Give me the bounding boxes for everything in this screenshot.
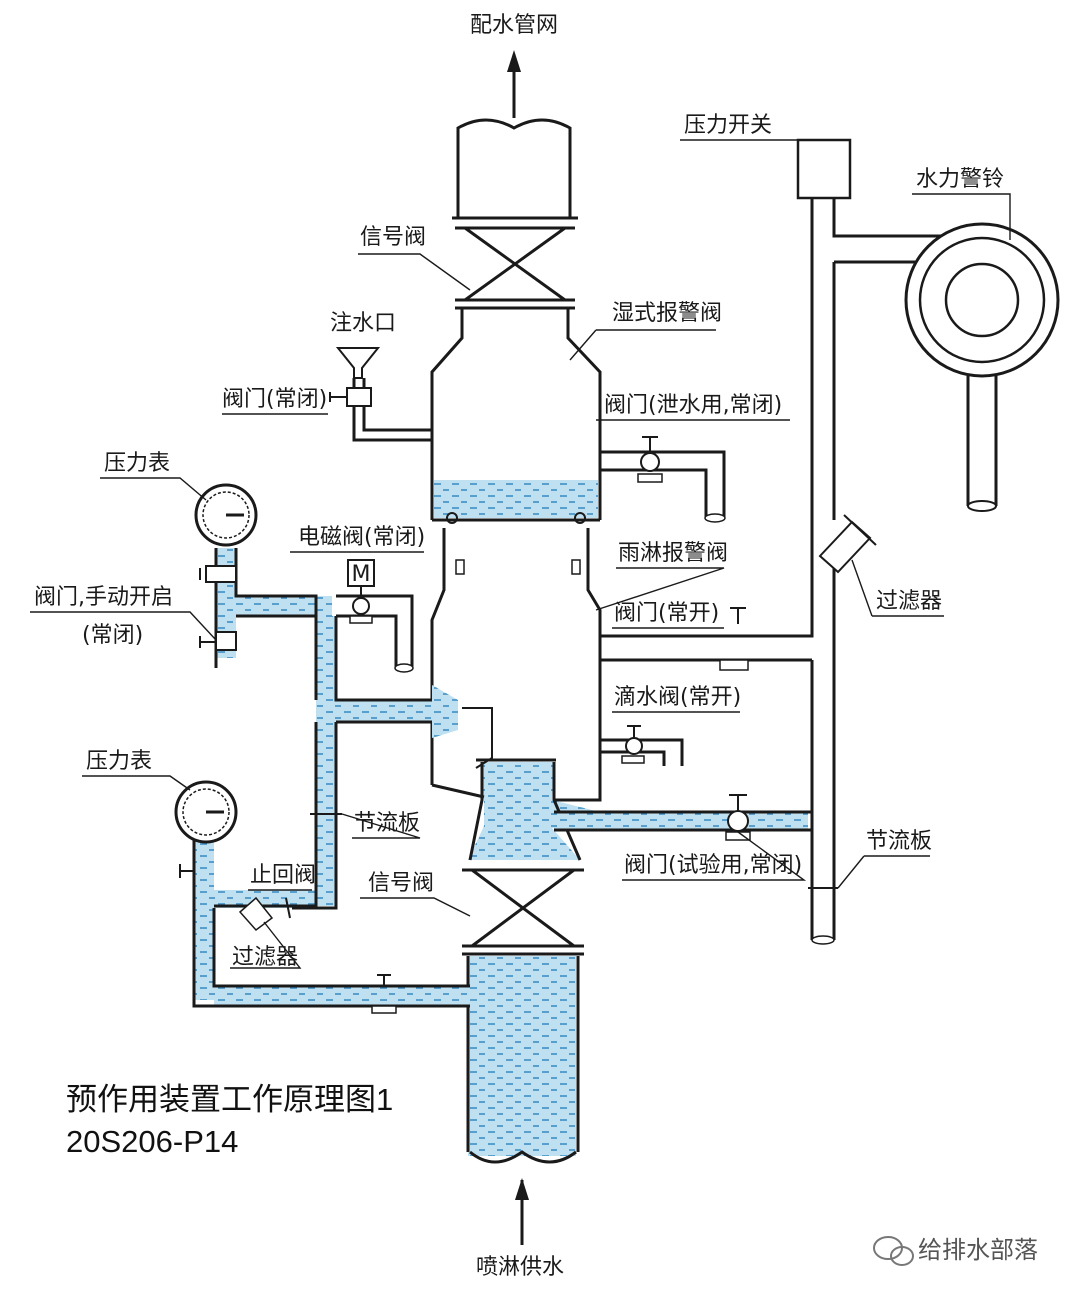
diagram-code: 20S206-P14	[66, 1124, 238, 1159]
wechat-icon	[873, 1236, 914, 1266]
alarm-line	[600, 198, 980, 638]
label-distribution-network: 配水管网	[470, 13, 558, 38]
label-drip-valve: 滴水阀(常开)	[614, 685, 741, 710]
watermark: 给排水部落	[873, 1236, 1038, 1266]
label-solenoid-valve: 电磁阀(常闭)	[298, 525, 425, 550]
pressure-gauge-bottom	[174, 780, 238, 878]
label-manual-valve-line1: 阀门,手动开启	[34, 585, 173, 610]
label-water-inlet: 注水口	[330, 311, 396, 336]
label-signal-valve-top: 信号阀	[360, 225, 426, 250]
label-valve-normally-open: 阀门(常开)	[614, 601, 719, 626]
control-trim	[192, 548, 470, 1014]
label-pressure-gauge-bottom: 压力表	[86, 749, 152, 774]
watermark-text: 给排水部落	[918, 1236, 1038, 1264]
supply-pipe	[466, 956, 580, 1245]
label-orifice-plate-right: 节流板	[866, 829, 932, 854]
label-deluge-alarm-valve: 雨淋报警阀	[618, 541, 728, 566]
label-water-motor-alarm: 水力警铃	[916, 167, 1004, 192]
diagram-title: 预作用装置工作原理图1	[66, 1082, 393, 1117]
filter-right	[808, 514, 877, 945]
leader-lines	[30, 139, 1011, 969]
label-check-valve: 止回阀	[250, 863, 316, 888]
label-orifice-plate-left: 节流板	[354, 811, 420, 836]
distribution-pipe	[452, 50, 578, 220]
label-drain-valve: 阀门(泄水用,常闭)	[604, 393, 782, 418]
pressure-gauge-top	[194, 483, 258, 651]
water-inlet-funnel	[329, 347, 432, 442]
signal-valve-bottom	[462, 868, 584, 956]
label-manual-valve-line2: (常闭)	[82, 623, 143, 648]
deluge-lower-chamber	[431, 707, 812, 861]
label-test-valve: 阀门(试验用,常闭)	[624, 853, 802, 878]
label-pressure-gauge-top: 压力表	[104, 451, 170, 476]
solenoid-symbol: M	[352, 562, 371, 587]
label-signal-valve-bottom: 信号阀	[368, 871, 434, 896]
label-valve-normally-closed: 阀门(常闭)	[222, 387, 327, 412]
label-wet-alarm-valve: 湿式报警阀	[612, 301, 722, 326]
label-pressure-switch: 压力开关	[684, 113, 772, 138]
pressure-switch	[796, 138, 852, 200]
deluge-alarm-valve-body	[430, 528, 602, 785]
label-sprinkler-supply: 喷淋供水	[476, 1255, 564, 1280]
water-motor-alarm-bell	[904, 222, 1060, 512]
wet-alarm-valve-body	[430, 308, 602, 524]
label-filter-right: 过滤器	[876, 589, 942, 614]
solenoid-valve: M	[347, 559, 375, 624]
drip-valve	[600, 658, 812, 766]
label-filter-left: 过滤器	[232, 945, 298, 970]
signal-valve-top	[455, 226, 575, 310]
drain-valve	[600, 436, 726, 523]
